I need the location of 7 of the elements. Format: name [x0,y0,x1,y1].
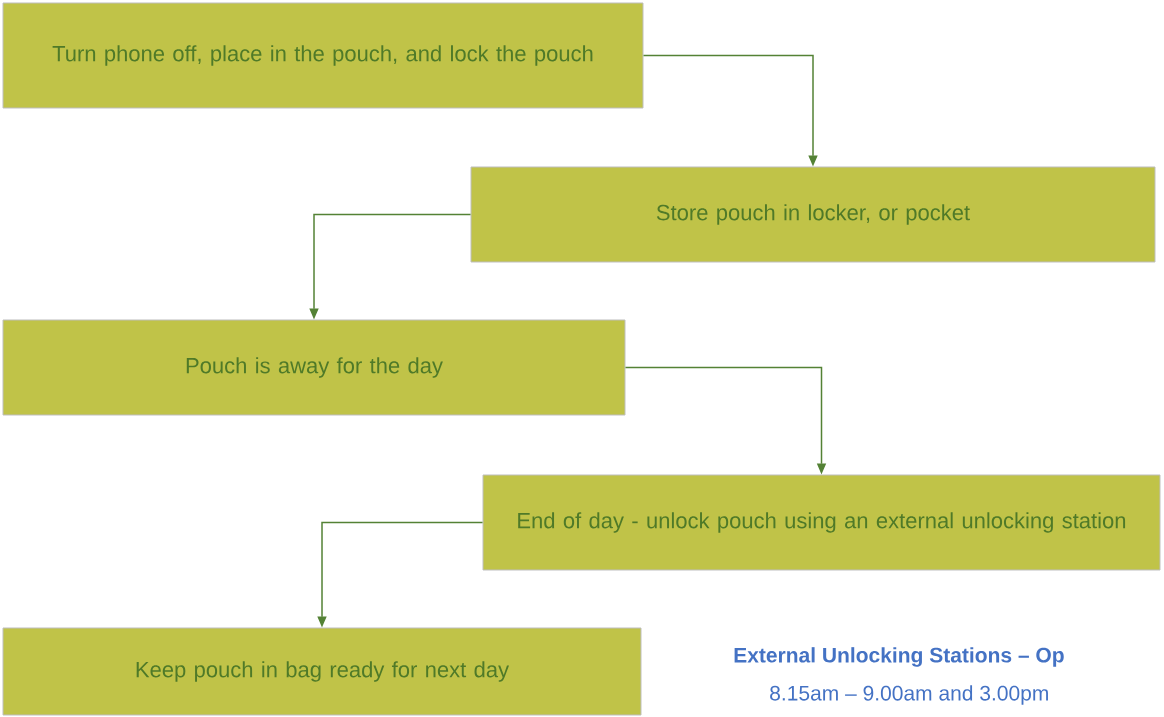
process-box: Keep pouch in bag ready for next day [2,627,642,716]
process-box: End of day - unlock pouch using an external unlocking station [482,474,1161,571]
process-box: Store pouch in locker, or pocket [470,166,1156,263]
process-box: Turn phone off, place in the pouch, and lock the pouch [2,2,644,109]
process-box: Pouch is away for the day [2,319,626,416]
note-text: 8.15am – 9.00am and 3.00pm [770,685,1048,705]
note-text: External Unlocking Stations – Op [734,647,1064,667]
